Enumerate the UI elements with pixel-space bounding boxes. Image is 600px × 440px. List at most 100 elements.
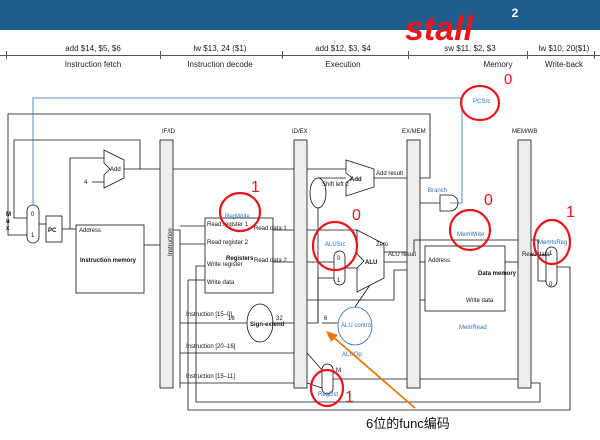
wire — [354, 284, 371, 308]
label-mux-input: 0 — [31, 212, 35, 218]
label-sign-extend-out: 32 — [276, 316, 283, 322]
func-arrow-line — [331, 335, 416, 409]
signal-regwrite: RegWrite — [225, 214, 251, 220]
annotations — [218, 84, 572, 408]
stage-tick — [408, 51, 409, 59]
stage-divider-line — [0, 55, 600, 56]
signal-memtoreg: MemtoReg — [538, 240, 567, 246]
stage-label: Instruction decode — [187, 60, 253, 69]
annotation-regwrite-value: 1 — [251, 179, 260, 196]
label-read-reg-1: Read register 1 — [207, 222, 249, 228]
signal-memwrite: MemWrite — [457, 232, 485, 238]
label-mux-m: M — [6, 212, 11, 218]
label-data-memory: Data memory — [478, 271, 517, 277]
annotation-circle-regdst — [309, 368, 345, 408]
pipeline-register-id-ex — [293, 139, 308, 389]
stage-label: Instruction fetch — [64, 60, 122, 69]
label-branch: Branch — [428, 188, 447, 194]
func-arrow — [326, 331, 416, 409]
label-mux-input: 1 — [31, 233, 35, 239]
label-alu-result: ALU result — [388, 252, 416, 258]
label-alusrc-mux-input: 1 — [337, 278, 341, 284]
label-branch-adder: Add — [350, 177, 362, 183]
label-alu-control: ALU control — [341, 323, 372, 329]
label-memtoreg-mux-input: 1 — [549, 251, 553, 257]
instruction-label: lw $13, 24 ($1) — [193, 44, 247, 53]
label-dmem-write-data: Write data — [466, 298, 494, 304]
annotation-pcsrc-value: 0 — [504, 71, 512, 88]
label-alu: ALU — [365, 260, 377, 266]
annotation-memtoreg-value: 1 — [566, 204, 575, 221]
label-pipeline-register: EX/MEM — [402, 129, 426, 135]
stage-strip: 2 add $14, $5, $6 lw $13, 24 ($1) add $1… — [0, 0, 600, 69]
label-registers: Registers — [226, 256, 254, 262]
label-regdst-mux: M — [336, 368, 341, 374]
control-signal-labels: PCSrc RegWrite ALUSrc MemWrite MemtoReg … — [225, 99, 567, 398]
label-mux-x: x — [6, 226, 10, 232]
label-memtoreg-mux-input: 0 — [549, 282, 553, 288]
signal-aluop: ALUOp — [342, 352, 362, 358]
label-instruction-field: Instruction [15–0] — [186, 312, 232, 318]
annotation-func-note: 6位的func编码 — [366, 416, 450, 431]
label-shift-left-2: Shift left 2 — [322, 182, 349, 188]
signal-alusrc: ALUSrc — [325, 242, 346, 248]
label-sign-extend-in: 16 — [228, 316, 235, 322]
label-read-reg-2: Read register 2 — [207, 240, 249, 246]
label-alu-control-input: 6 — [324, 316, 328, 322]
label-read-data-1: Read data 1 — [254, 226, 287, 232]
wire — [187, 266, 571, 411]
label-imem-port: Address — [79, 228, 101, 234]
label-sign-extend: Sign-extend — [250, 322, 285, 328]
label-alu-zero: Zero — [376, 242, 389, 248]
wire — [173, 229, 181, 388]
annotation-regdst-value: 1 — [345, 389, 354, 406]
annotation-memwrite-value: 0 — [484, 192, 493, 209]
stage-tick — [160, 51, 161, 59]
label-mux-u: u — [6, 219, 10, 225]
annotation-circle-pcsrc — [459, 84, 501, 122]
instruction-label: lw $10, 20($1) — [538, 44, 590, 53]
alu — [356, 229, 385, 293]
annotation-circle-regwrite — [218, 191, 262, 233]
wire — [307, 277, 334, 324]
label-add-result: Add result — [376, 171, 403, 177]
label-instruction-field: Instruction [20–16] — [186, 344, 236, 350]
wire — [7, 113, 431, 236]
annotation-stall: stall — [405, 10, 475, 48]
branch-and-gate — [439, 194, 459, 212]
instruction-label: sw $11, $2, $3 — [444, 44, 496, 53]
label-pc-adder-input: 4 — [84, 180, 88, 186]
stage-label: Memory — [483, 60, 513, 69]
annotation-circle-memtoreg — [532, 218, 572, 266]
wire — [195, 265, 541, 403]
stage-tick — [282, 51, 283, 59]
pc-adder — [103, 149, 125, 189]
pipeline-register-mem-wb — [517, 139, 532, 389]
label-pc-adder: Add — [110, 167, 121, 173]
label-instruction-memory: Instruction memory — [80, 258, 137, 264]
stage-tick — [594, 51, 595, 59]
data-memory — [424, 245, 506, 312]
branch-adder — [345, 159, 375, 197]
label-alusrc-mux-input: 0 — [337, 256, 341, 262]
slide-title-bar: 2 — [0, 0, 600, 30]
signal-regdst: RegDst — [318, 392, 338, 398]
regdst-mux — [321, 363, 334, 395]
label-read-data-2: Read data 2 — [254, 258, 287, 264]
label-dmem-address: Address — [428, 258, 450, 264]
annotation-circle-alusrc — [311, 220, 359, 272]
label-write-reg: Write register — [207, 262, 243, 268]
annotation-circle-memwrite — [448, 208, 492, 252]
wire — [307, 269, 407, 301]
annotation-values: stall 0 1 0 0 1 1 — [251, 10, 575, 406]
instruction-label: add $12, $3, $4 — [315, 44, 371, 53]
datapath — [7, 97, 571, 411]
pipeline-register-ex-mem — [406, 139, 421, 389]
stage-label: Write-back — [544, 60, 584, 69]
label-pipeline-register: IF/ID — [162, 129, 176, 135]
label-instruction-field: Instruction [15–11] — [186, 374, 235, 380]
label-pipeline-register: MEM/WB — [512, 129, 537, 135]
label-pipeline-register: ID/EX — [292, 129, 308, 135]
instruction-memory — [75, 224, 145, 294]
